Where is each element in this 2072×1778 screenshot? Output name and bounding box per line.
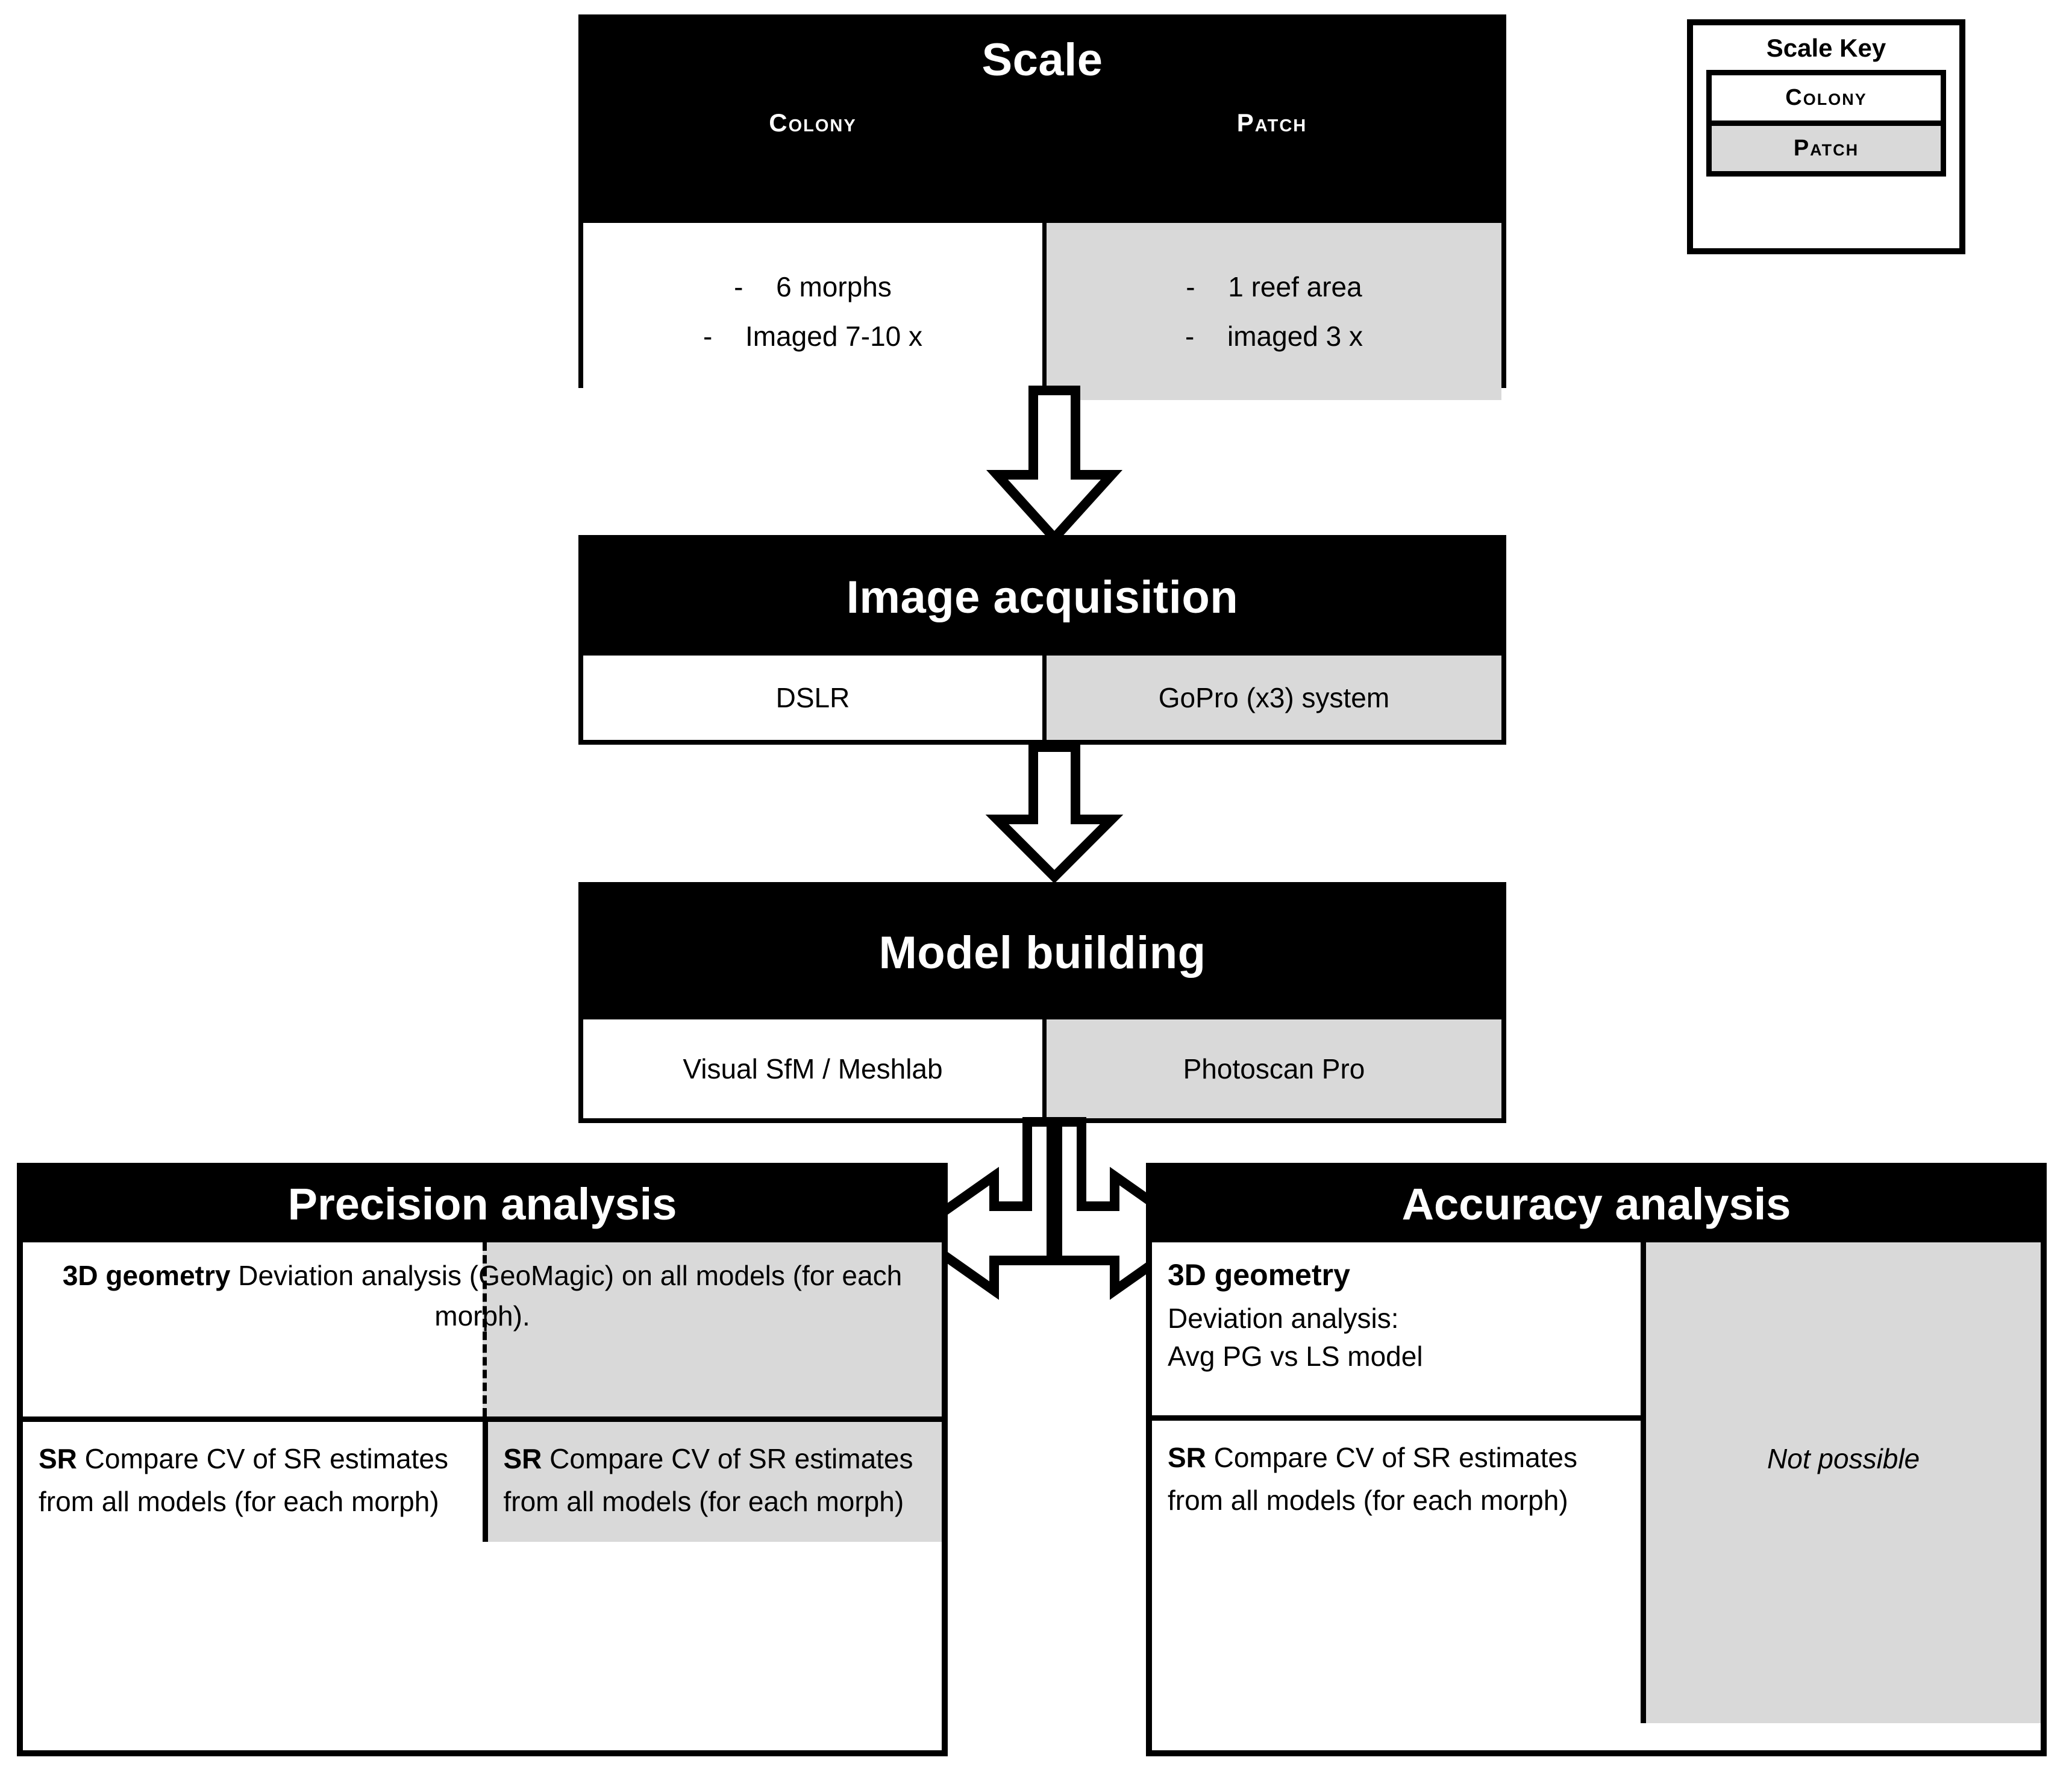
scale-colony-bullet-2: - Imaged 7-10 x: [583, 320, 1042, 352]
bullet-text: Imaged 7-10 x: [745, 321, 923, 352]
shade-patch: [482, 1242, 942, 1416]
precision-sr-colony-text: Compare CV of SR estimates from all mode…: [39, 1443, 449, 1518]
scale-patch-bullet-1: - 1 reef area: [1047, 271, 1501, 303]
image-acquisition-title: Image acquisition: [846, 572, 1239, 624]
image-acquisition-header: Image acquisition: [583, 540, 1501, 656]
precision-analysis-title: Precision analysis: [23, 1169, 942, 1242]
model-building-cell-colony: Visual SfM / Meshlab: [583, 1019, 1042, 1118]
accuracy-analysis-box: Accuracy analysis 3D geometry Deviation …: [1146, 1163, 2047, 1756]
scale-col-header-colony: Colony: [769, 108, 857, 137]
flow-node-model-building: Model building Visual SfM / Meshlab Phot…: [578, 882, 1506, 1123]
precision-sr-row: SR Compare CV of SR estimates from all m…: [23, 1422, 942, 1542]
model-building-body: Visual SfM / Meshlab Photoscan Pro: [583, 1019, 1501, 1118]
accuracy-sr-cell-colony: SR Compare CV of SR estimates from all m…: [1152, 1421, 1641, 1541]
model-building-cell-patch: Photoscan Pro: [1042, 1019, 1501, 1118]
precision-geometry-desc: Deviation analysis (GeoMagic) on all mod…: [230, 1260, 903, 1332]
flow-node-scale: Scale Colony Patch - 6 morphs - Imaged 7…: [578, 14, 1506, 400]
model-building-title: Model building: [878, 927, 1206, 979]
bullet-dash: -: [703, 321, 713, 352]
model-building-header: Model building: [583, 887, 1501, 1019]
accuracy-geometry-line2: Avg PG vs LS model: [1168, 1341, 1423, 1373]
scale-key-item-patch: Patch: [1712, 121, 1941, 171]
arrow-image-acquisition-to-model-building: [985, 742, 1124, 884]
scale-colony-bullet-1: - 6 morphs: [583, 271, 1042, 303]
image-acquisition-body: DSLR GoPro (x3) system: [583, 656, 1501, 740]
bullet-text: 6 morphs: [776, 271, 892, 302]
bullet-dash: -: [734, 271, 743, 302]
scale-key-swatches: Colony Patch: [1706, 70, 1946, 177]
scale-key-title: Scale Key: [1766, 34, 1886, 62]
precision-sr-patch-label: SR: [503, 1443, 542, 1474]
accuracy-patch-column: Not possible: [1641, 1242, 2041, 1723]
accuracy-geometry-label: 3D geometry: [1168, 1258, 1350, 1292]
accuracy-geometry-cell: 3D geometry Deviation analysis: Avg PG v…: [1152, 1242, 1641, 1421]
precision-geometry-row: 3D geometry Deviation analysis (GeoMagic…: [23, 1242, 942, 1422]
accuracy-sr-label: SR: [1168, 1442, 1206, 1473]
precision-geometry-text: 3D geometry Deviation analysis (GeoMagic…: [23, 1242, 942, 1351]
image-acquisition-cell-patch: GoPro (x3) system: [1042, 656, 1501, 740]
precision-sr-cell-colony: SR Compare CV of SR estimates from all m…: [23, 1422, 483, 1542]
precision-sr-colony-label: SR: [39, 1443, 77, 1474]
image-acquisition-cell-colony: DSLR: [583, 656, 1042, 740]
bullet-text: 1 reef area: [1228, 271, 1362, 302]
scale-cell-colony: - 6 morphs - Imaged 7-10 x: [583, 223, 1042, 400]
model-building-colony-value: Visual SfM / Meshlab: [683, 1053, 943, 1085]
image-acquisition-colony-value: DSLR: [775, 682, 850, 713]
scale-header: Scale Colony Patch: [583, 19, 1501, 223]
accuracy-geometry-line1: Deviation analysis:: [1168, 1303, 1399, 1334]
precision-geometry-label: 3D geometry: [62, 1260, 231, 1291]
scale-cell-patch: - 1 reef area - imaged 3 x: [1042, 223, 1501, 400]
scale-col-header-patch: Patch: [1236, 108, 1307, 137]
bullet-text: imaged 3 x: [1227, 321, 1363, 352]
image-acquisition-patch-value: GoPro (x3) system: [1158, 682, 1390, 713]
accuracy-colony-column: 3D geometry Deviation analysis: Avg PG v…: [1152, 1242, 1641, 1723]
accuracy-sr-text: Compare CV of SR estimates from all mode…: [1168, 1442, 1578, 1517]
precision-geometry-divider: [482, 1242, 487, 1416]
flow-node-image-acquisition: Image acquisition DSLR GoPro (x3) system: [578, 535, 1506, 745]
arrow-scale-to-image-acquisition: [986, 386, 1123, 545]
scale-body: - 6 morphs - Imaged 7-10 x - 1 reef area…: [583, 223, 1501, 400]
precision-analysis-box: Precision analysis 3D geometry Deviation…: [17, 1163, 948, 1756]
precision-sr-patch-text: Compare CV of SR estimates from all mode…: [503, 1443, 913, 1518]
scale-title: Scale: [981, 34, 1103, 86]
scale-patch-bullet-2: - imaged 3 x: [1047, 320, 1501, 352]
bullet-dash: -: [1185, 321, 1195, 352]
accuracy-patch-note: Not possible: [1767, 1443, 1920, 1474]
scale-column-headers: Colony Patch: [583, 108, 1501, 137]
accuracy-analysis-body: 3D geometry Deviation analysis: Avg PG v…: [1152, 1242, 2041, 1723]
accuracy-analysis-title: Accuracy analysis: [1152, 1169, 2041, 1242]
bullet-dash: -: [1186, 271, 1195, 302]
scale-key-item-colony: Colony: [1712, 75, 1941, 121]
precision-sr-cell-patch: SR Compare CV of SR estimates from all m…: [482, 1422, 942, 1542]
model-building-patch-value: Photoscan Pro: [1183, 1053, 1365, 1085]
precision-geometry-shading: [23, 1242, 942, 1416]
scale-key-legend: Scale Key Colony Patch: [1687, 19, 1965, 254]
